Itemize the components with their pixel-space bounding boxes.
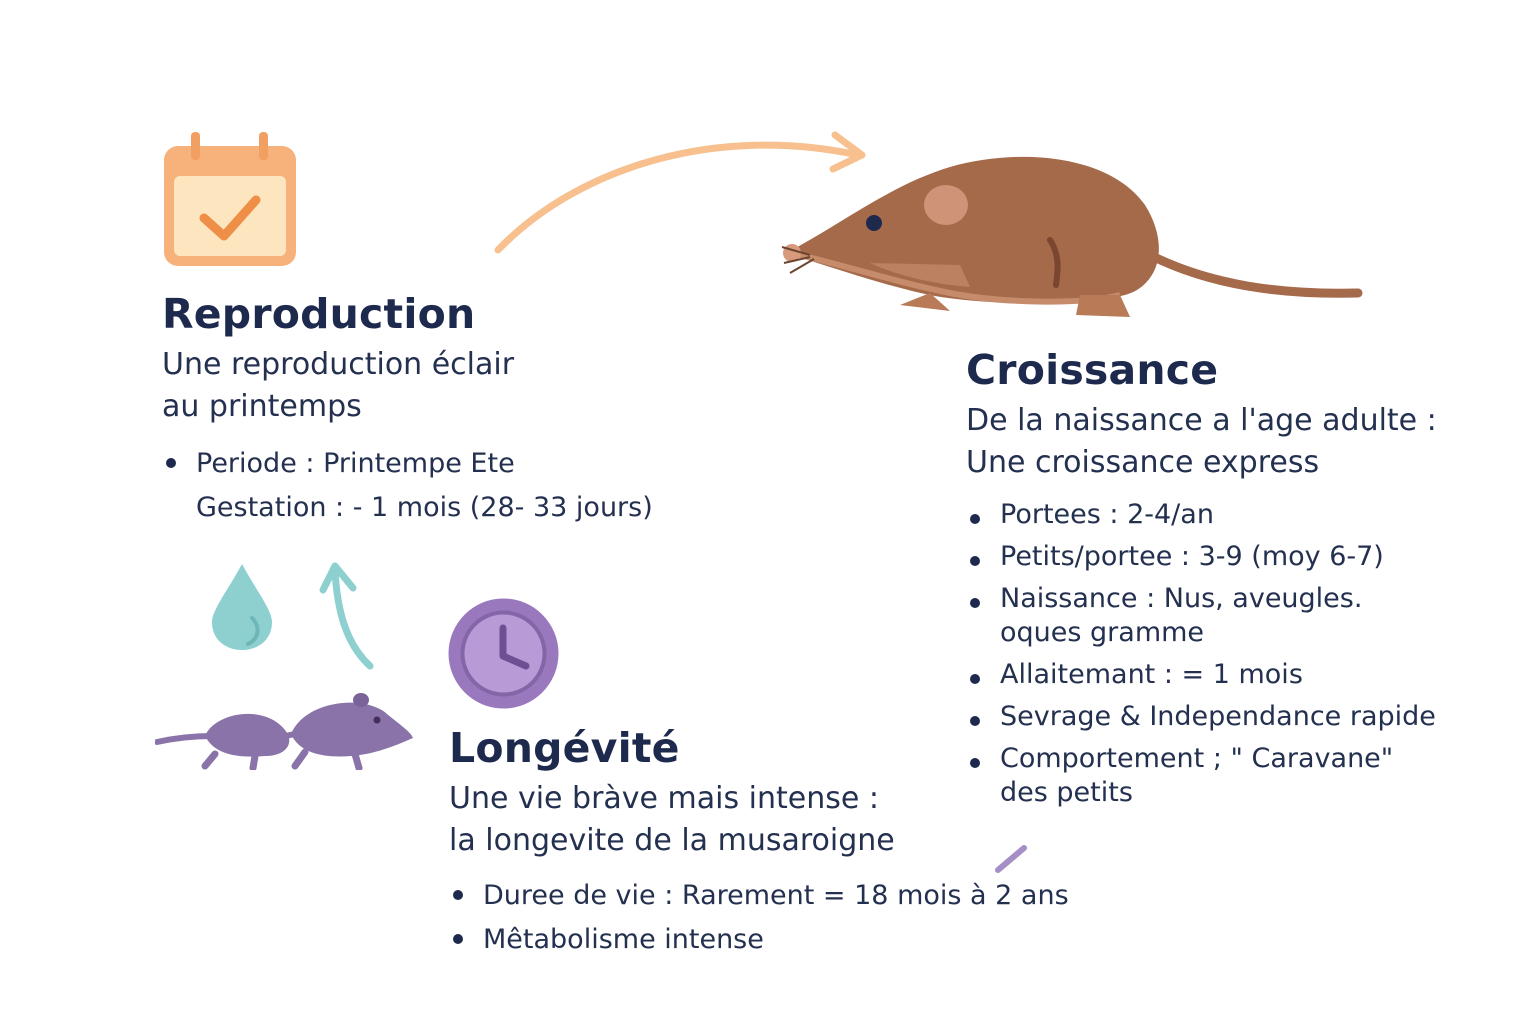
croissance-subtitle: De la naissance a l'age adulte : Une cro… <box>966 400 1506 484</box>
list-item: Naissance : Nus, aveugles.oques gramme <box>966 582 1506 650</box>
reproduction-section: Reproduction Une reproduction éclair au … <box>162 290 702 530</box>
list-item: Periode : Printempe Ete <box>162 442 702 486</box>
longevite-facts: Duree de vie : Rarement = 18 mois à 2 an… <box>449 874 1069 962</box>
list-item: Sevrage & Independance rapide <box>966 700 1506 734</box>
longevite-subtitle: Une vie bràve mais intense : la longevit… <box>449 778 1069 862</box>
reproduction-title: Reproduction <box>162 290 476 338</box>
decorative-dash <box>995 845 1027 873</box>
list-item: Mêtabolisme intense <box>449 918 1069 962</box>
calendar-check-icon <box>164 132 296 266</box>
longevite-subtitle-line: Une vie bràve mais intense : <box>449 781 879 816</box>
water-drop-icon <box>212 564 272 650</box>
list-item: Gestation : - 1 mois (28- 33 jours) <box>196 492 653 523</box>
clock-icon <box>448 598 559 709</box>
reproduction-subtitle: Une reproduction éclair au printemps <box>162 344 702 428</box>
list-item: Allaitemant : = 1 mois <box>966 658 1506 692</box>
list-item: Duree de vie : Rarement = 18 mois à 2 an… <box>449 874 1069 918</box>
croissance-title: Croissance <box>966 346 1219 394</box>
longevite-subtitle-line: la longevite de la musaroigne <box>449 823 895 858</box>
croissance-facts: Portees : 2-4/an Petits/portee : 3-9 (mo… <box>966 498 1506 810</box>
list-item: Petits/portee : 3-9 (moy 6-7) <box>966 540 1506 574</box>
reproduction-subtitle-line: au printemps <box>162 389 362 424</box>
list-item: Comportement ; " Caravane"des petits <box>966 742 1506 810</box>
list-item: Portees : 2-4/an <box>966 498 1506 532</box>
longevite-title: Longévité <box>449 724 680 772</box>
croissance-subtitle-line: De la naissance a l'age adulte : <box>966 403 1437 438</box>
croissance-section: Croissance De la naissance a l'age adult… <box>966 346 1506 810</box>
longevite-section: Longévité Une vie bràve mais intense : l… <box>449 724 1069 962</box>
reproduction-subtitle-line: Une reproduction éclair <box>162 347 515 382</box>
croissance-subtitle-line: Une croissance express <box>966 445 1320 480</box>
shrew-illustration <box>781 156 1363 317</box>
curved-arrow-icon <box>494 131 866 254</box>
reproduction-facts: Periode : Printempe Ete Gestation : - 1 … <box>162 442 702 530</box>
shrew-caravan-illustration <box>155 693 413 770</box>
curved-up-arrow-icon <box>319 562 374 670</box>
